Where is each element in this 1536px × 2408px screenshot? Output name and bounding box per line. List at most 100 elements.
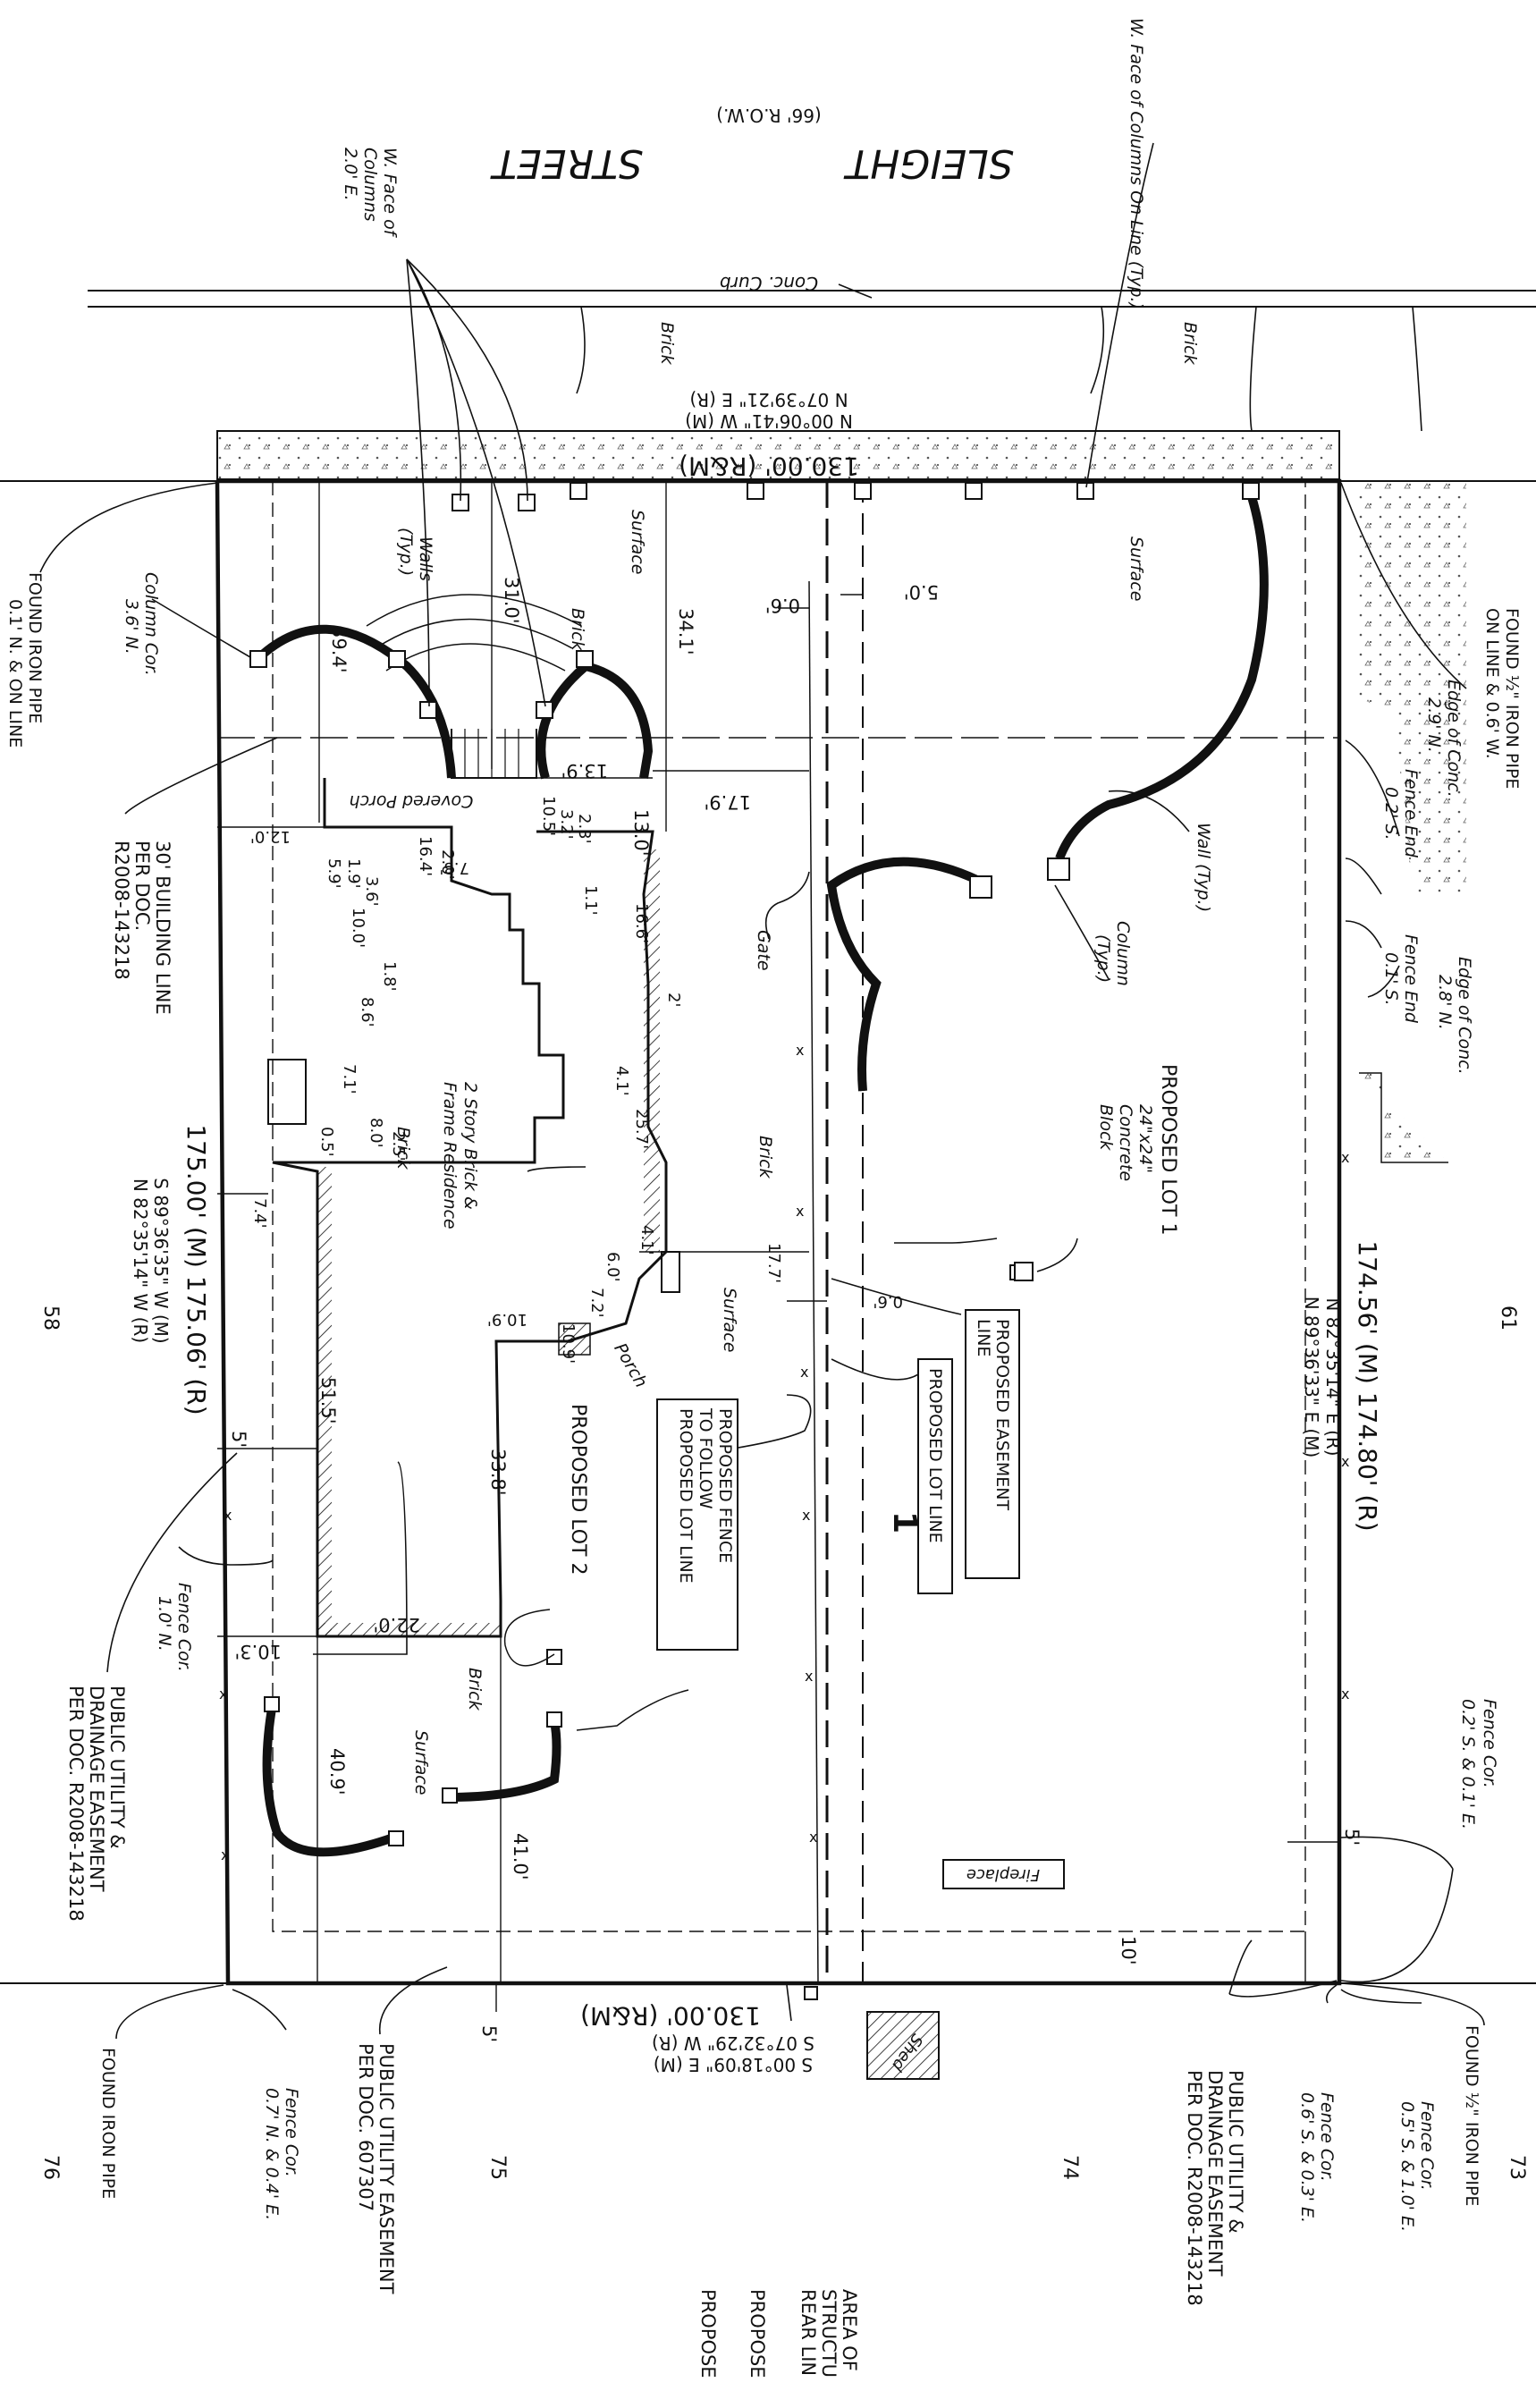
label-brick-5: Brick <box>465 1668 485 1711</box>
dim-5-9: 5.9' <box>325 858 343 889</box>
callout-fence-cor-mid-2: 1.0' N. <box>155 1596 174 1652</box>
label-proposed-lot-1: PROPOSED LOT 1 <box>1157 1064 1179 1235</box>
garden-walls <box>249 481 1269 1857</box>
dim-5-0: 5.0' <box>904 581 939 603</box>
dim-4-1a: 4.1' <box>612 1066 631 1096</box>
callout-pue-east-3: PER DOC. R2008-143218 <box>1184 2070 1205 2306</box>
west-distance: 175.00' (M) 175.06' (R) <box>181 1124 211 1415</box>
callout-found-pipe-ne-1: FOUND ½" IRON PIPE <box>1502 608 1522 789</box>
label-brick-4: Brick <box>393 1127 413 1170</box>
fireplace-label: Fireplace <box>966 1865 1040 1884</box>
dim-7-4: 7.4' <box>250 1198 269 1229</box>
dim-39-4: 39.4' <box>328 626 350 673</box>
sidewalk-strip <box>216 430 1340 480</box>
dim-10-9b: 10.9' <box>487 1310 527 1329</box>
dim-31-0: 31.0' <box>501 577 522 624</box>
label-brick-3: Brick <box>755 1136 775 1179</box>
svg-text:x: x <box>805 1668 813 1685</box>
label-lot-marker: 1 <box>886 1511 923 1534</box>
dim-17-9: 17.9' <box>704 791 751 813</box>
dim-17-7: 17.7' <box>764 1243 783 1283</box>
callout-edge-conc-2b: 2.8' N. <box>1435 975 1455 1030</box>
south-distance: 130.00' (R&M) <box>580 2001 761 2031</box>
svg-text:x: x <box>796 1042 804 1059</box>
dim-40-9: 40.9' <box>326 1748 348 1795</box>
svg-text:x: x <box>802 1507 810 1524</box>
callout-fence-cor-ne-2: 0.2' S. & 0.1' E. <box>1458 1699 1478 1829</box>
shed: Shed <box>804 1986 940 2080</box>
callout-w-face-2e-1: W. Face of <box>380 148 400 239</box>
svg-text:x: x <box>809 1829 817 1846</box>
dim-8-0: 8.0' <box>367 1118 385 1148</box>
dim-0-5: 0.5' <box>317 1127 336 1157</box>
label-lot-61: 61 <box>1497 1305 1519 1331</box>
east-distance: 174.56' (M) 174.80' (R) <box>1353 1240 1382 1531</box>
dim-8-6: 8.6' <box>358 997 376 1027</box>
proposed-easement-box: PROPOSED EASEMENT LINE <box>965 1309 1020 1579</box>
callout-w-face-2e-2: Columns <box>360 148 380 222</box>
label-residence-2: Frame Residence <box>440 1082 460 1229</box>
callout-pue-south-1: PUBLIC UTILITY EASEMENT <box>376 2043 397 2294</box>
svg-text:x: x <box>1341 1686 1349 1702</box>
callout-fence-cor-se2-1: Fence Cor. <box>1317 2092 1337 2182</box>
dim-6-0: 6.0' <box>603 1252 622 1282</box>
fence-box-line-2: TO FOLLOW <box>696 1407 715 1509</box>
callout-block-2: Concrete <box>1116 1104 1135 1181</box>
dim-13-0: 13.0' <box>630 809 652 857</box>
callout-fence-cor-se1-2: 0.5' S. & 1.0' E. <box>1397 2101 1417 2232</box>
cutoff-text-4: PROPOSE <box>747 2289 768 2378</box>
dim-10-5: 10.5' <box>539 796 558 836</box>
dim-22-0: 22.0' <box>373 1614 420 1635</box>
fence-marks: xxx xxx xxx xxx <box>219 1042 1349 1863</box>
label-lot-73: 73 <box>1506 2155 1528 2180</box>
callout-fence-end-2a: Fence End <box>1401 934 1421 1024</box>
dim-51-5: 51.5' <box>317 1377 339 1424</box>
dim-7-1: 7.1' <box>340 1064 359 1094</box>
callout-fence-cor-ne-1: Fence Cor. <box>1480 1699 1499 1788</box>
label-lot-74: 74 <box>1059 2155 1081 2180</box>
dim-25-7: 25.7' <box>632 1109 651 1149</box>
label-lot-75: 75 <box>486 2155 509 2180</box>
proposed-fence-box: PROPOSED FENCE TO FOLLOW PROPOSED LOT LI… <box>656 1398 738 1651</box>
north-bearing-m: N 00°06'41" W (M) <box>685 410 853 432</box>
callout-block-3: Block <box>1096 1104 1116 1151</box>
dim-33-8: 33.8' <box>487 1449 509 1496</box>
dim-1-8: 1.8' <box>380 961 399 992</box>
easement-box-line-2: LINE <box>974 1319 993 1356</box>
svg-text:x: x <box>224 1507 232 1524</box>
callout-fence-end-2b: 0.1' S. <box>1381 952 1401 1006</box>
street-name-sleight: SLEIGHT <box>843 140 1013 186</box>
fence-box-line-1: PROPOSED FENCE <box>715 1408 735 1563</box>
dim-3-2: 3.2' <box>557 809 576 840</box>
dim-1-1: 1.1' <box>581 885 600 916</box>
residence-footprint <box>267 729 680 1638</box>
cutoff-text-1: AREA OF <box>839 2289 860 2371</box>
dim-2-3: 2.3' <box>575 814 594 844</box>
callout-w-face-2e-3: 2.0' E. <box>341 148 360 201</box>
callout-walls-typ-2: (Typ.) <box>396 528 416 576</box>
dim-2a: 2' <box>664 993 683 1007</box>
callout-edge-conc-1a: Edge of Conc. <box>1444 680 1464 798</box>
label-brick-1: Brick <box>657 322 677 366</box>
callout-fence-end-1a: Fence End <box>1401 769 1421 858</box>
dim-10-3: 10.3' <box>234 1641 282 1662</box>
label-lot-76: 76 <box>39 2155 62 2180</box>
label-surface-4: Surface <box>411 1730 431 1795</box>
callout-pue-east-1: PUBLIC UTILITY & <box>1225 2070 1246 2234</box>
north-bearing-r: N 07°39'21" E (R) <box>689 389 848 410</box>
dim-0-6a: 0.6' <box>765 595 800 616</box>
callout-found-pipe-nw-2: 0.1' N. & ON LINE <box>5 599 25 748</box>
proposed-lot-line-box: PROPOSED LOT LINE <box>917 1358 953 1594</box>
street-name-street: STREET <box>490 140 643 186</box>
callout-building-line-1: 30' BUILDING LINE <box>152 841 173 1015</box>
callout-edge-conc-2a: Edge of Conc. <box>1455 957 1474 1075</box>
dim-2-0: 2.0' <box>438 849 457 880</box>
label-brick-6: Brick <box>568 608 587 652</box>
house-hatch-east <box>644 849 660 1252</box>
easement-box-line-1: PROPOSED EASEMENT <box>992 1319 1012 1510</box>
callout-found-pipe-sw: FOUND IRON PIPE <box>98 2048 118 2199</box>
callout-pue-west-1: PUBLIC UTILITY & <box>106 1686 128 1849</box>
callout-found-pipe-se: FOUND ½" IRON PIPE <box>1462 2025 1481 2206</box>
house-hatch-south <box>317 1623 501 1637</box>
